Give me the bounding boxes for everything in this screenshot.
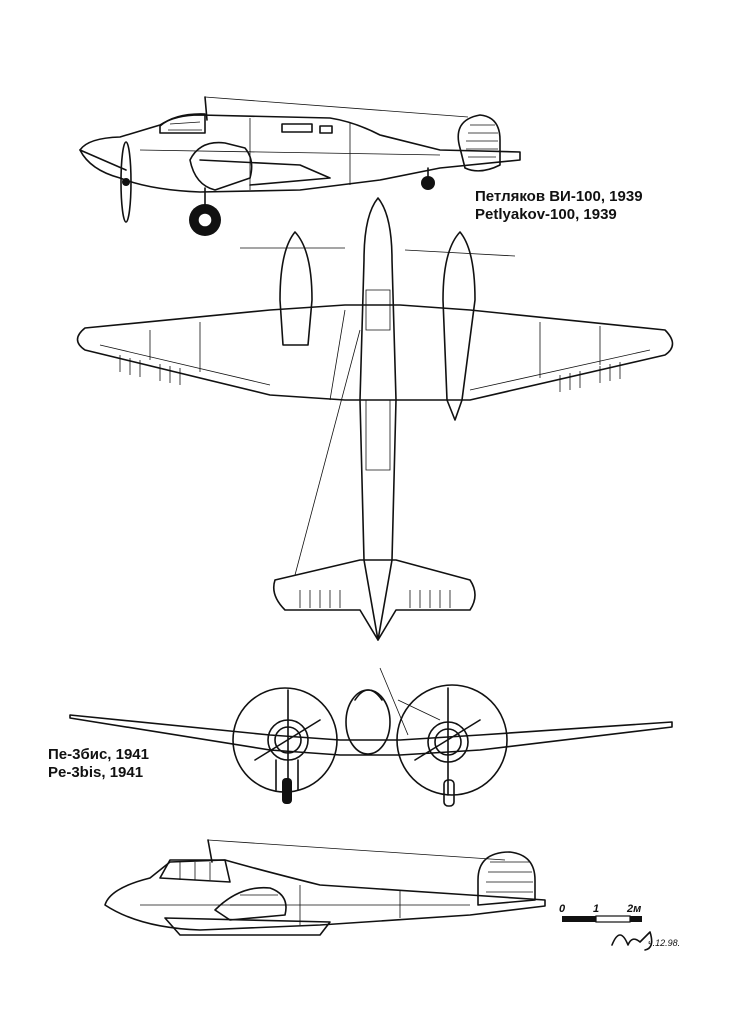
vi100-antenna-wire	[204, 96, 469, 118]
signature-date: ч.12.98.	[648, 938, 680, 948]
vi100-aileron-hatching	[119, 355, 621, 392]
vi100-tail-fin	[457, 114, 501, 172]
scale-bar-segment-2	[595, 915, 631, 923]
vi100-engine-nacelle	[189, 141, 253, 191]
scale-bar-segment-3	[630, 916, 642, 922]
pe3-lower-nacelle	[164, 917, 331, 936]
vi100-prop-arc-lines	[240, 247, 516, 257]
vi100-main-wheel-hub	[197, 212, 213, 228]
scale-bar-segment-1	[562, 916, 596, 922]
pe3-fuselage	[104, 859, 546, 931]
vi100-wing-panel-lines	[99, 322, 651, 391]
vi100-tail-wheel	[421, 176, 435, 190]
vi100-elevator-hatching	[299, 590, 451, 608]
signature-scribble	[611, 931, 653, 951]
pe3-tail-fin	[477, 851, 536, 906]
caption-vi100-en: Petlyakov-100, 1939	[475, 206, 617, 223]
vi100-plan-view	[76, 197, 674, 641]
vi100-fuselage	[79, 114, 521, 193]
pe3-canopy	[159, 859, 231, 883]
pe3-front-canopy	[354, 689, 383, 701]
pe3-antenna-mast	[207, 839, 213, 863]
pe3-side-view	[104, 839, 546, 936]
pe3-front-view	[69, 667, 673, 807]
vi100-canopy-front	[159, 113, 206, 134]
vi100-spinner	[122, 178, 130, 186]
artist-signature: ч.12.98.	[611, 931, 680, 951]
pe3-front-wing	[69, 714, 673, 756]
pe3-left-gear-struts	[275, 759, 299, 791]
vi100-wing-root	[199, 159, 331, 186]
vi100-side-view	[79, 96, 521, 236]
pe3-engine-nacelle	[214, 886, 287, 921]
pe3-prop-blades	[254, 687, 481, 796]
caption-pe3-ru: Пе-3бис, 1941	[48, 746, 149, 763]
vi100-plan-left-nacelle	[279, 231, 313, 346]
vi100-plan-fuselage-bays	[365, 289, 391, 471]
vi100-plan-fuselage	[359, 197, 397, 641]
caption-vi100-ru: Петляков ВИ-100, 1939	[475, 188, 643, 205]
pe3-left-prop-disc	[232, 687, 338, 793]
vi100-panel-lines	[139, 118, 441, 190]
pe3-nacelle-panels	[230, 894, 285, 906]
vi100-plan-right-nacelle	[442, 231, 476, 421]
vi100-rear-windows	[281, 123, 313, 133]
vi100-tailplane	[272, 559, 476, 641]
scale-label-1: 1	[593, 903, 599, 915]
vi100-canopy-frames	[168, 121, 202, 131]
pe3-antenna-lines	[379, 667, 441, 736]
vi100-plan-guide-lines	[294, 309, 361, 576]
pe3-front-fuselage	[345, 689, 391, 755]
pe3-antenna-wire	[207, 839, 506, 861]
vi100-rear-window-2	[319, 125, 333, 134]
scale-bar: 0 1 2м	[559, 903, 642, 923]
vi100-nose-line	[79, 149, 127, 171]
pe3-right-wheel	[443, 779, 455, 807]
vi100-propeller	[120, 141, 132, 223]
pe3-canopy-frames	[179, 862, 211, 880]
vi100-wing	[76, 304, 674, 401]
pe3-left-wheel	[282, 778, 292, 804]
caption-pe3-en: Pe-3bis, 1941	[48, 764, 144, 781]
pe3-right-prop-disc	[396, 684, 508, 796]
vi100-rudder-ribs	[466, 124, 498, 158]
pe3-rudder-ribs	[486, 861, 533, 893]
scale-label-2: 2м	[626, 903, 641, 915]
scale-label-0: 0	[559, 903, 566, 915]
pe3-panel-lines	[140, 885, 470, 925]
vi100-antenna-mast	[204, 96, 208, 121]
